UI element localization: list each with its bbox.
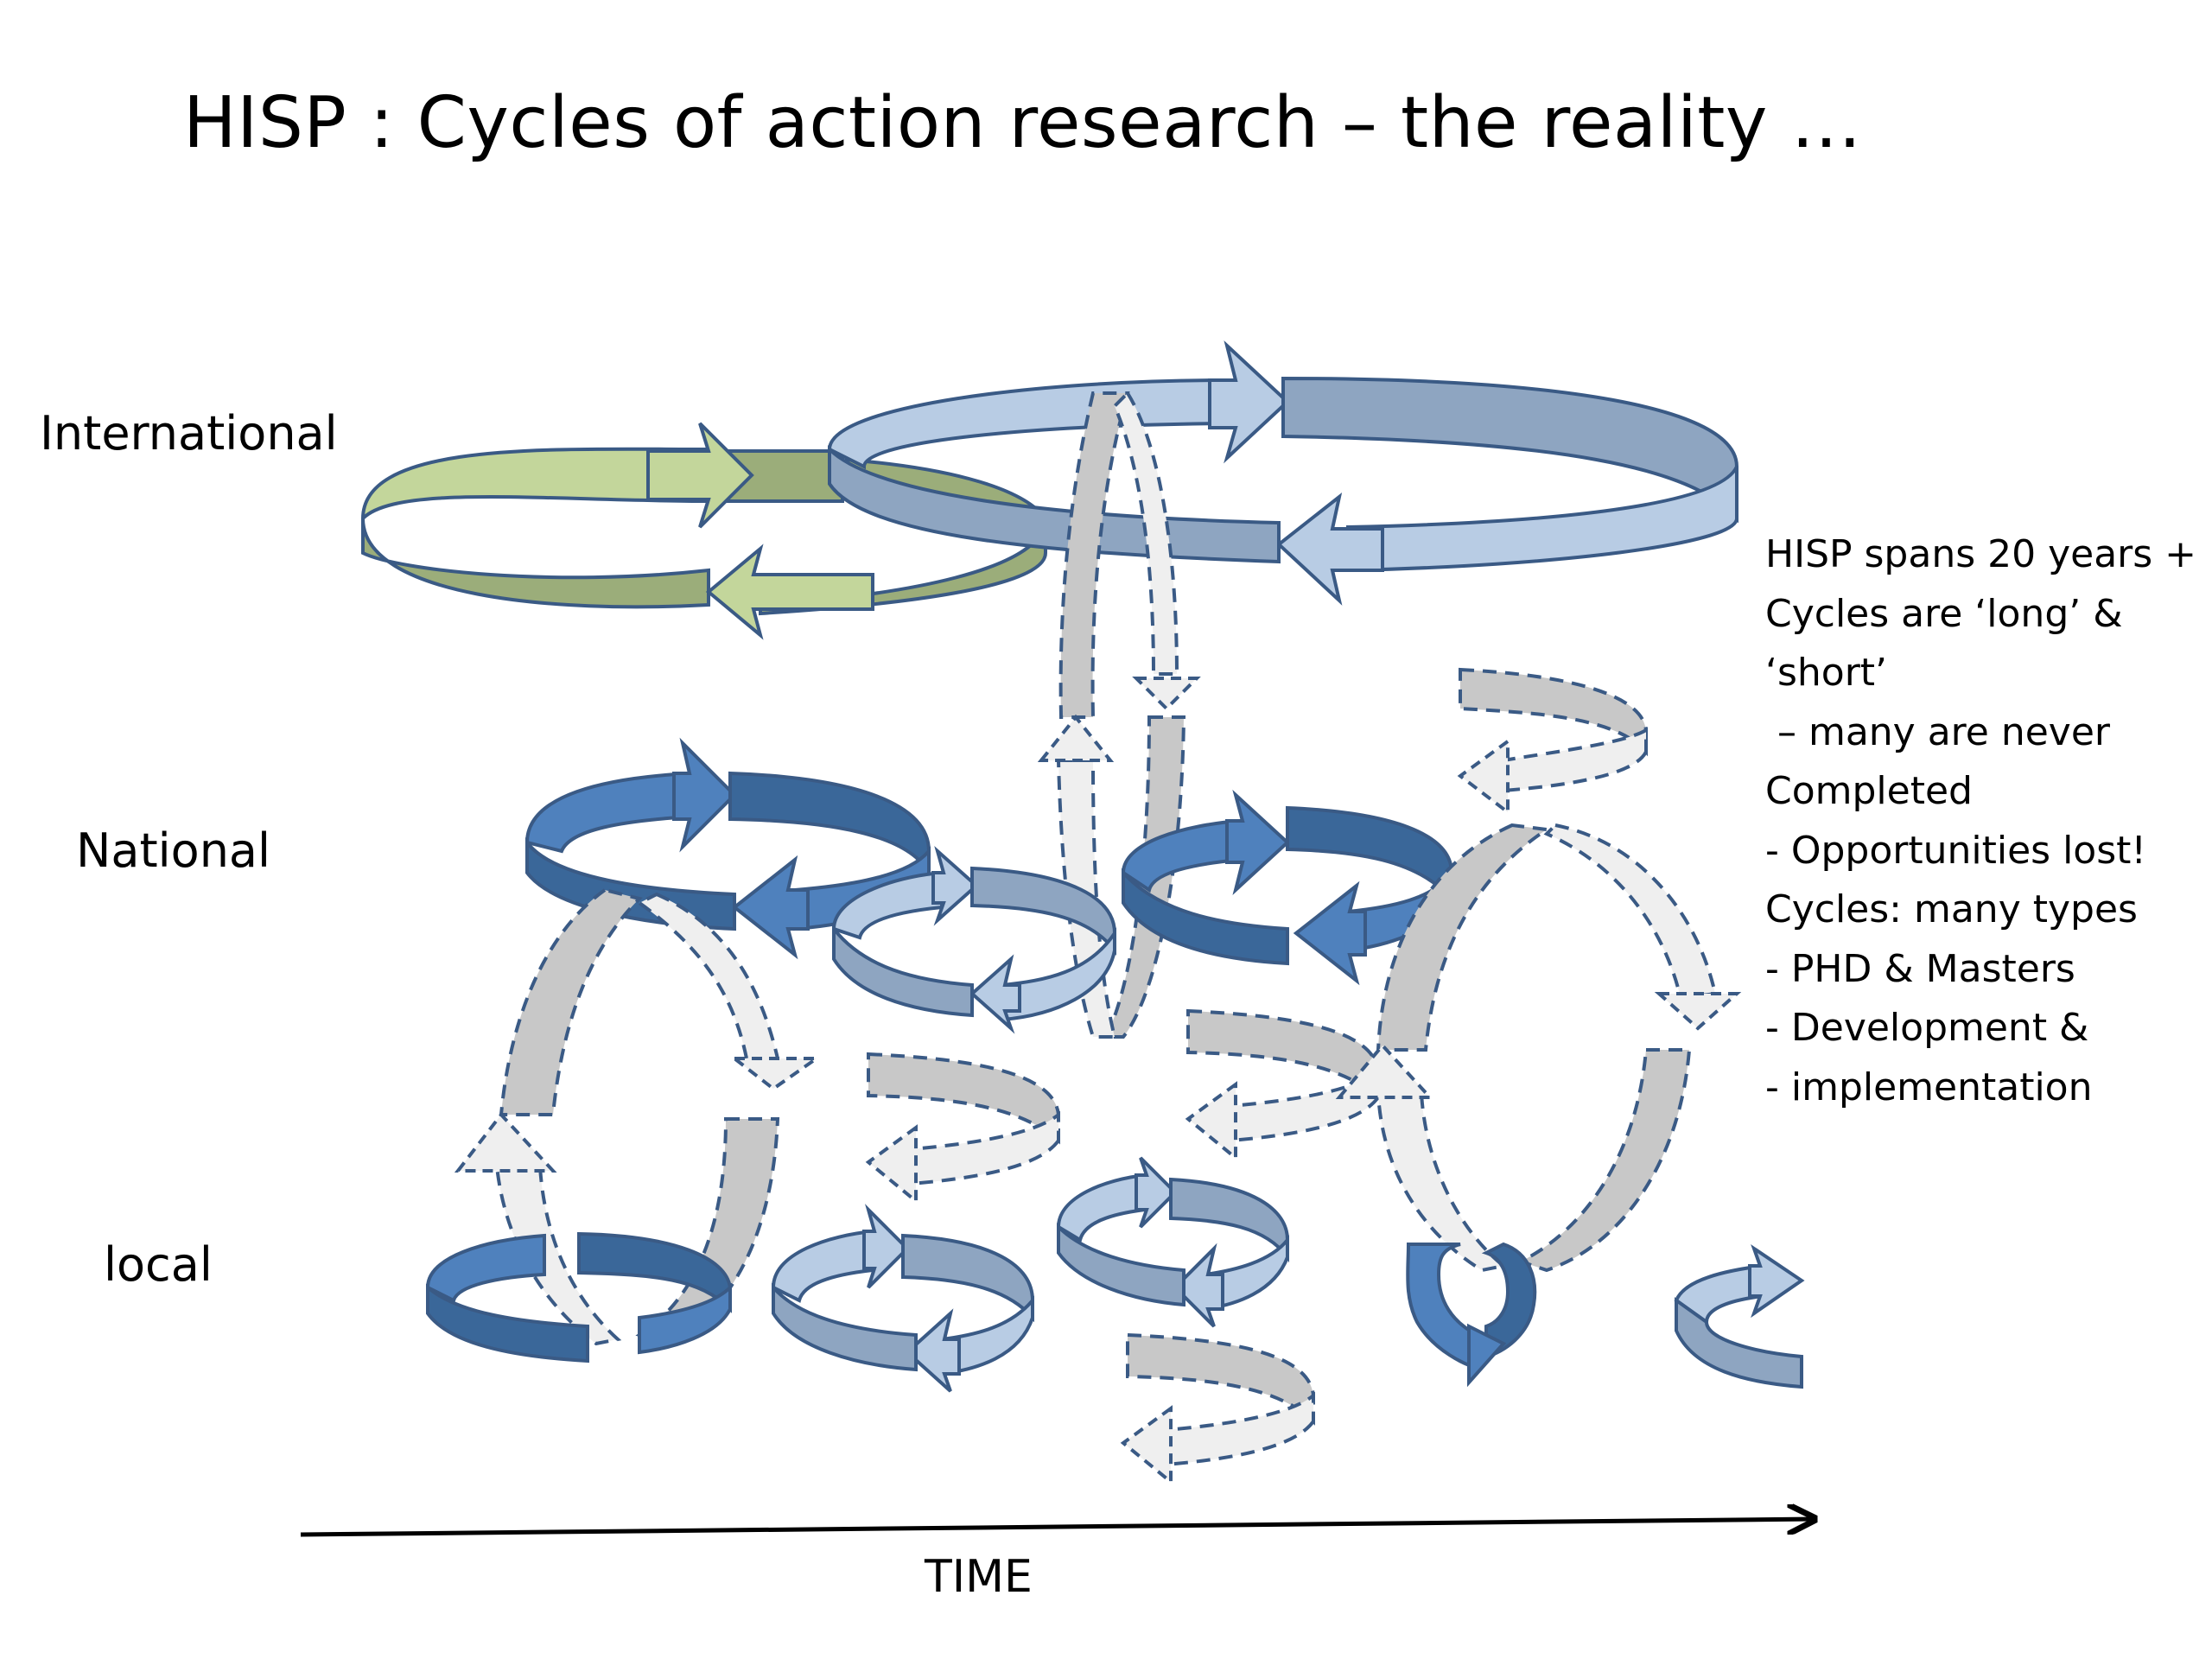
time-axis-arrow: [300, 1519, 1815, 1537]
level-label-international: International: [40, 406, 338, 461]
note-line: – many are never: [1765, 709, 2111, 754]
slide-title: HISP : Cycles of action research – the r…: [183, 82, 1862, 164]
note-line: HISP spans 20 years +: [1765, 532, 2197, 576]
vertical-grey-cycle-right: [1335, 823, 1742, 1273]
partial-grey-cycle-upper-right: [1457, 667, 1648, 817]
national-light-blue-cycle: [831, 845, 1116, 1034]
note-line: Cycles: many types: [1765, 887, 2138, 931]
local-light-blue-cycle-5: [1674, 1243, 1805, 1389]
partial-grey-cycle-bottom: [1120, 1332, 1315, 1486]
note-line: - Development &: [1765, 1006, 2089, 1050]
local-light-blue-cycle-2: [771, 1204, 1034, 1393]
note-line: Cycles are ‘long’ &: [1765, 591, 2123, 636]
national-dark-blue-cycle-right: [1121, 789, 1453, 986]
partial-grey-cycle-mid-right: [1185, 1008, 1380, 1162]
international-blue-cycle: [827, 340, 1738, 606]
note-line: - PHD & Masters: [1765, 946, 2075, 991]
notes-text-block: HISP spans 20 years + Cycles are ‘long’ …: [1765, 525, 2212, 1117]
note-line: Completed: [1765, 769, 1973, 813]
note-line: ‘short’: [1765, 651, 1888, 695]
note-line: - Opportunities lost!: [1765, 828, 2147, 873]
note-line: - implementation: [1765, 1065, 2093, 1109]
time-axis-label: TIME: [925, 1551, 1033, 1603]
level-label-local: local: [104, 1237, 213, 1292]
level-label-national: National: [76, 823, 271, 878]
partial-grey-cycle-center: [865, 1052, 1060, 1205]
local-light-blue-cycle-3: [1056, 1156, 1289, 1328]
local-dark-blue-cycle-1: [425, 1231, 732, 1363]
local-dark-blue-cycle-4: [1406, 1242, 1537, 1388]
